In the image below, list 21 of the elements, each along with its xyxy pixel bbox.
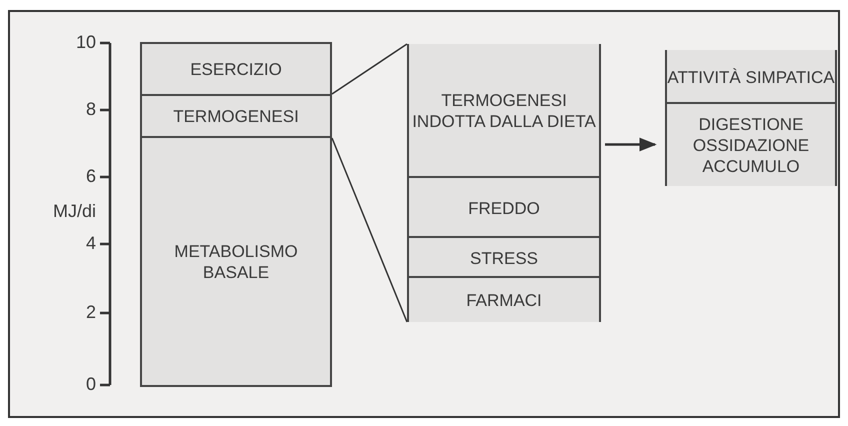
category-box: FREDDO [409, 176, 599, 238]
category-box: ATTIVITÀ SIMPATICA [667, 50, 835, 104]
category-box: ESERCIZIO [140, 42, 332, 96]
tick-label: 10 [74, 32, 96, 53]
tick-label: 0 [84, 374, 96, 395]
connector-line [332, 43, 408, 95]
category-box: STRESS [409, 236, 599, 278]
tick-label: 6 [84, 166, 96, 187]
tick-label: 4 [84, 233, 96, 254]
category-box: METABOLISMO BASALE [140, 136, 332, 387]
stack-box [407, 44, 601, 322]
arrow [605, 138, 657, 152]
tick-label: 2 [84, 302, 96, 323]
category-box: FARMACI [409, 276, 599, 322]
category-box: DIGESTIONE OSSIDAZIONE ACCUMULO [667, 102, 835, 186]
stack-box [665, 50, 837, 186]
category-box: TERMOGENESI [140, 94, 332, 138]
axis-title: MJ/di [52, 201, 96, 222]
connector-line [331, 138, 408, 322]
tick-label: 8 [84, 99, 96, 120]
category-box: TERMOGENESI INDOTTA DALLA DIETA [409, 44, 599, 178]
